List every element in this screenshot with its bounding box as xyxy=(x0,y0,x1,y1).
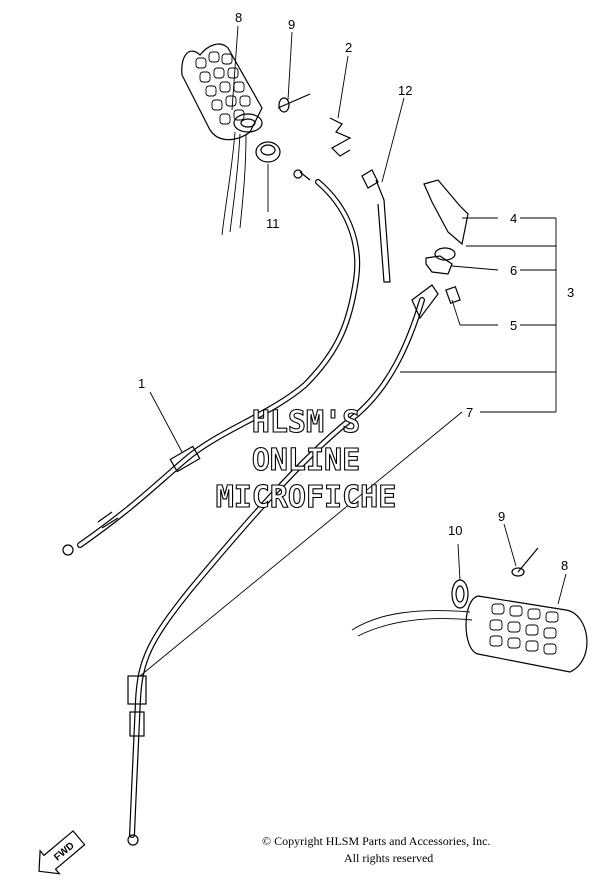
clip-part-2 xyxy=(329,117,352,157)
cable-part-1 xyxy=(62,169,361,556)
copyright-line-1: © Copyright HLSM Parts and Accessories, … xyxy=(262,834,491,848)
left-grip xyxy=(181,43,263,236)
leader-lines xyxy=(139,25,567,677)
cable-tie-part-12 xyxy=(361,169,391,283)
fwd-label: FWD xyxy=(52,840,77,863)
cable-part-7 xyxy=(127,284,439,846)
bracket-part-4 xyxy=(423,179,469,246)
watermark-line-1: HLSM'S xyxy=(252,405,360,440)
ring-part-10 xyxy=(451,579,469,609)
callout-5: 5 xyxy=(510,318,517,333)
right-grip xyxy=(351,595,588,673)
callout-4: 4 xyxy=(510,211,517,226)
callout-8-bottom: 8 xyxy=(561,558,568,573)
ring-part-11 xyxy=(255,141,281,163)
callout-6: 6 xyxy=(510,263,517,278)
callout-8-top: 8 xyxy=(235,10,242,25)
callout-9-bottom: 9 xyxy=(498,509,505,524)
pin-part-5 xyxy=(445,285,461,305)
callout-7: 7 xyxy=(466,405,473,420)
callout-1: 1 xyxy=(138,376,145,391)
callout-11: 11 xyxy=(266,216,280,231)
watermark-line-3: MICROFICHE xyxy=(216,480,397,515)
copyright-line-2: All rights reserved xyxy=(344,851,434,865)
screw-part-9-bottom xyxy=(511,547,539,577)
nut-part-6 xyxy=(425,247,456,275)
callout-3: 3 xyxy=(567,285,574,300)
screw-part-9-top xyxy=(277,93,311,113)
callout-2: 2 xyxy=(345,40,352,55)
callout-10: 10 xyxy=(448,523,462,538)
watermark-line-2: ONLINE xyxy=(252,443,360,478)
callout-9-top: 9 xyxy=(288,17,295,32)
fwd-arrow-icon: FWD xyxy=(38,830,86,875)
callout-12: 12 xyxy=(398,83,412,98)
